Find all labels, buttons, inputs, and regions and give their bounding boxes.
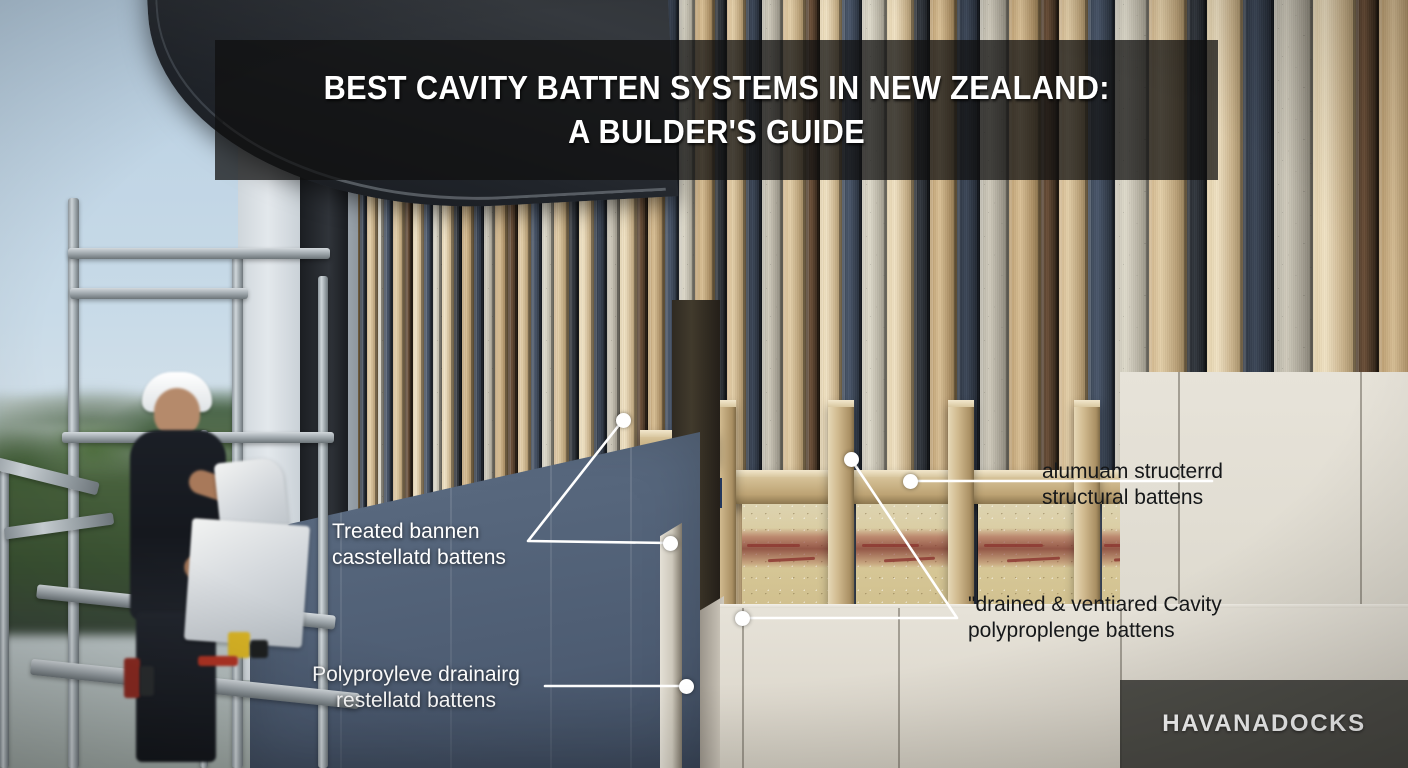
insulation-panel [742,504,828,618]
batten-strip [474,0,485,768]
title-line-1: BEST CAVITY BATTEN SYSTEMS IN NEW ZEALAN… [323,69,1110,107]
batten-strip [568,0,580,768]
batten-strip [454,0,463,768]
tool-red [124,658,140,698]
brand-watermark: HAVANADOCKS [1120,680,1408,768]
batten-strip [508,0,518,768]
blue-cladding-edge [660,522,682,768]
vertical-timber-batten [948,400,974,625]
batten-strip [462,0,475,768]
batten-strip [423,0,434,768]
batten-strip [530,0,542,768]
red-marking-line [861,544,919,547]
red-marking-band [856,528,948,568]
title-banner: BEST CAVITY BATTEN SYSTEMS IN NEW ZEALAN… [215,40,1218,180]
red-marking-line [767,556,816,563]
batten-strip [637,0,649,768]
tool-box-yellow [228,632,250,658]
tool-handle-red [198,656,238,666]
scaffold-post-edge [0,470,9,768]
red-marking-line [883,556,935,563]
blueprint-sheet [183,518,311,648]
callout-dot-treated [615,412,631,428]
scaffold-post-right [318,276,328,768]
scaffold-rail-upper [70,288,248,299]
vertical-timber-batten [1074,400,1100,625]
batten-strip [367,0,378,768]
red-marking-line [1104,544,1130,547]
batten-strip [412,0,424,768]
panel-top-bevel [720,604,1408,611]
red-marking-line [1006,556,1060,563]
batten-strip [359,0,368,768]
callout-dot-cavity-b [734,610,750,626]
callout-dot-cavity [843,451,859,467]
batten-strip [384,0,393,768]
vertical-timber-batten [828,400,854,625]
red-marking-line [983,544,1044,547]
scaffold-rail-top [68,248,330,259]
tool-dark [140,666,154,696]
callout-dot-drainage [678,678,694,694]
batten-strip [404,0,413,768]
red-marking-band [742,528,828,568]
red-marking-line [747,544,801,547]
red-marking-band [978,528,1074,568]
brand-name: HAVANADOCKS [1162,710,1366,737]
callout-dot-aluminium [902,473,918,489]
tool-box-dark [250,640,268,658]
callout-dot-treated-b [662,535,678,551]
title-line-2: A BULDER'S GUIDE [568,113,865,150]
batten-strip [392,0,405,768]
worker-head [154,388,200,436]
